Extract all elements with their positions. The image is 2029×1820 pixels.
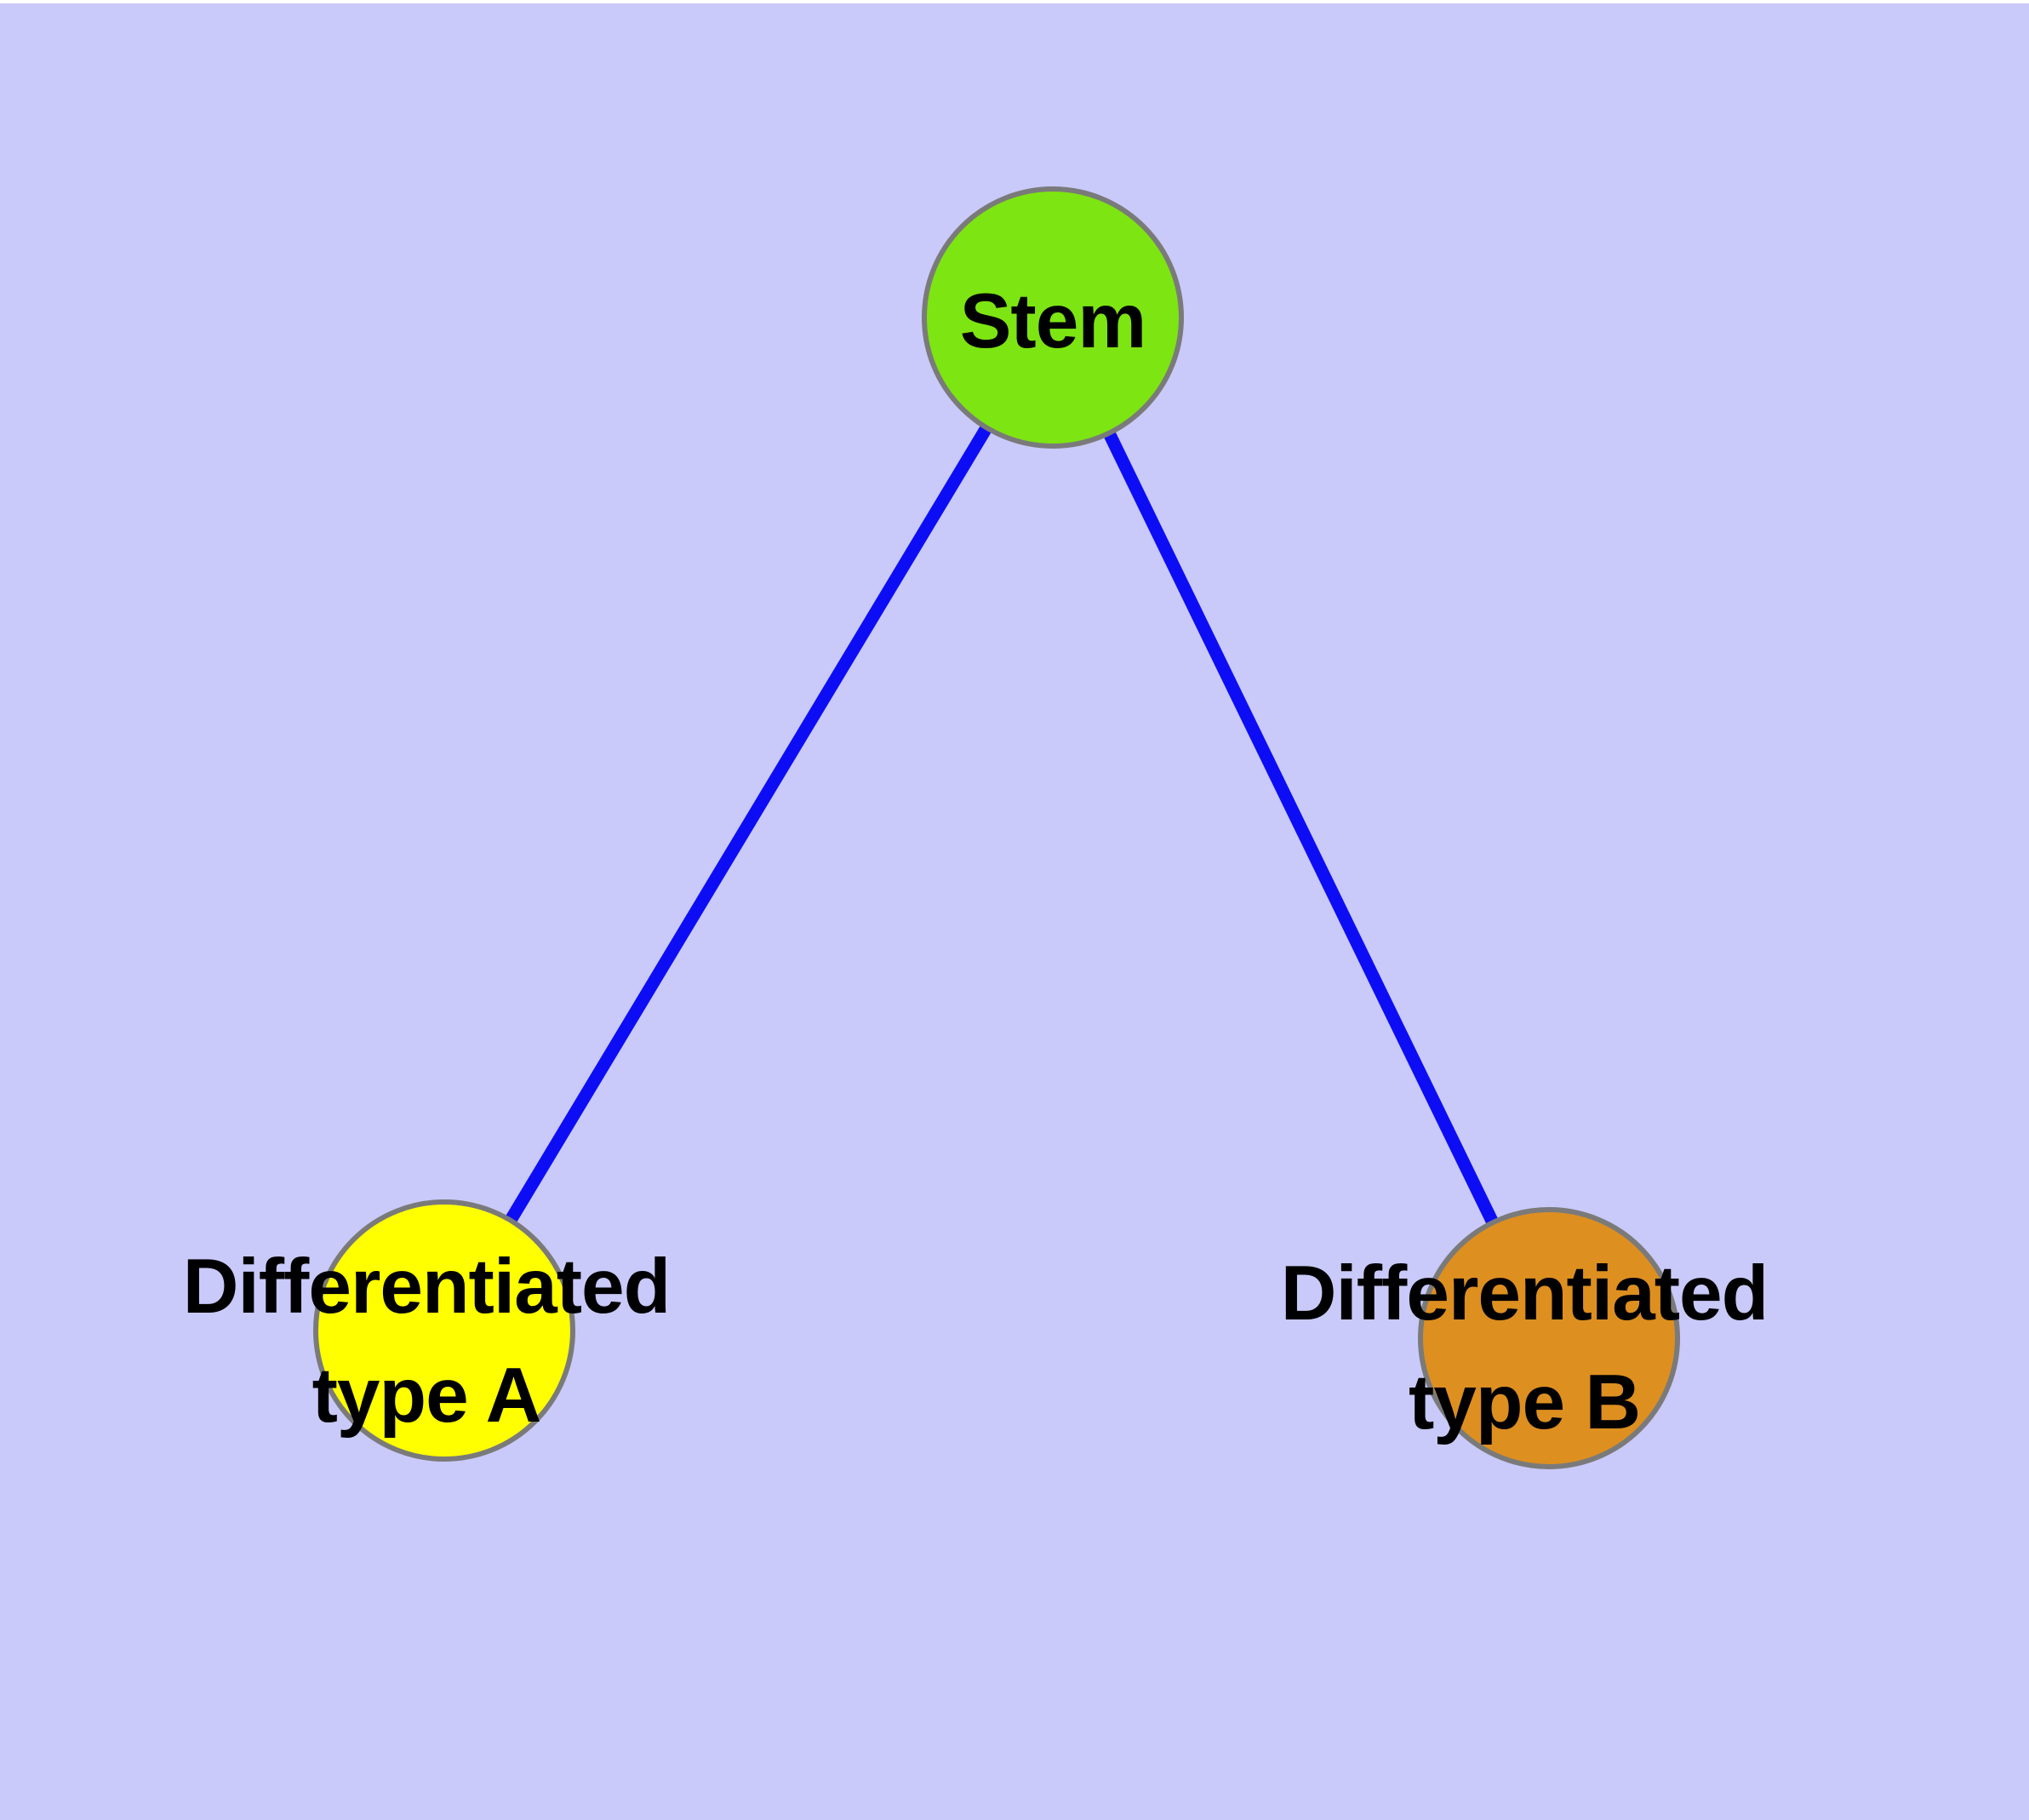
node-stem-circle <box>922 186 1184 449</box>
node-differentiated-type-a-label: Differentiated type A <box>182 1233 672 1451</box>
edge-stem-to-type-b <box>1047 314 1555 1342</box>
node-stem-label: Stem <box>959 278 1147 364</box>
edge-stem-to-type-a <box>438 314 1059 1334</box>
node-differentiated-type-a-label-line1: Differentiated <box>182 1244 672 1330</box>
node-differentiated-type-a-circle <box>313 1199 575 1462</box>
node-differentiated-type-a-label-line2: type A <box>311 1353 542 1439</box>
node-differentiated-type-b-label: Differentiated type B <box>1281 1239 1769 1457</box>
node-differentiated-type-b-label-line2: type B <box>1408 1359 1641 1445</box>
node-differentiated-type-b-label-line1: Differentiated <box>1280 1251 1769 1336</box>
node-differentiated-type-b-circle <box>1418 1207 1680 1469</box>
